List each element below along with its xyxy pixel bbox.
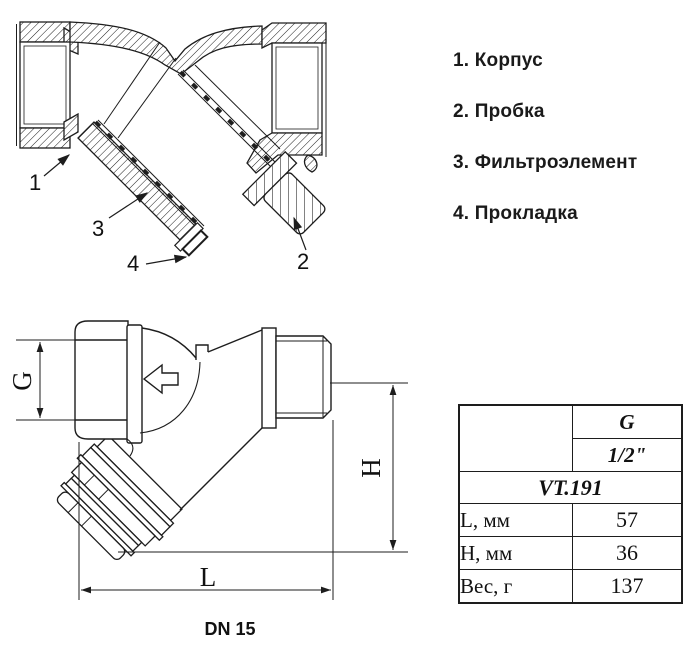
dimensional-drawing: G H L DN 15 — [10, 320, 408, 639]
parts-legend: 1. Корпус 2. Пробка 3. Фильтроэлемент 4.… — [453, 50, 637, 254]
legend-item-plug: 2. Пробка — [453, 101, 545, 122]
callout-number-2: 2 — [297, 249, 309, 274]
dimension-label-g: G — [10, 371, 37, 391]
callout-number-3: 3 — [92, 216, 104, 241]
spec-row-label-h: H, мм — [458, 536, 573, 570]
spec-row-value-weight: 137 — [572, 569, 683, 604]
spec-row-value-h: 36 — [572, 536, 683, 570]
gasket-section — [173, 221, 209, 257]
filter-element-section — [92, 69, 291, 231]
dimension-label-h: H — [356, 458, 386, 478]
spec-row-label-weight: Вес, г — [458, 569, 573, 604]
spec-row-value-l: 57 — [572, 503, 683, 537]
legend-item-filter: 3. Фильтроэлемент — [453, 152, 638, 173]
spec-size-value: 1/2" — [572, 438, 683, 472]
drawing-caption-dn: DN 15 — [204, 619, 255, 639]
cross-section-drawing: 1 3 4 2 — [16, 21, 327, 276]
legend-item-gasket: 4. Прокладка — [453, 203, 578, 224]
plug-section — [241, 150, 326, 235]
spec-row-label-l: L, мм — [458, 503, 573, 537]
dimension-label-l: L — [200, 562, 217, 592]
strainer-outline — [56, 320, 332, 561]
legend-item-body: 1. Корпус — [453, 50, 543, 71]
callout-number-1: 1 — [29, 170, 41, 195]
callout-number-4: 4 — [127, 251, 139, 276]
callout-arrows — [43, 154, 307, 265]
spec-table: G 1/2" VT.191 L, мм 57 H, мм 36 Вес, г 1… — [458, 404, 683, 604]
spec-table-wrap: G 1/2" VT.191 L, мм 57 H, мм 36 Вес, г 1… — [458, 404, 683, 604]
flow-direction-arrow — [142, 363, 179, 395]
spec-size-header: G — [572, 404, 683, 439]
spec-model: VT.191 — [458, 471, 683, 504]
spec-empty-cell — [458, 404, 573, 472]
dimension-lines — [16, 339, 408, 600]
strainer-branch — [56, 434, 183, 561]
